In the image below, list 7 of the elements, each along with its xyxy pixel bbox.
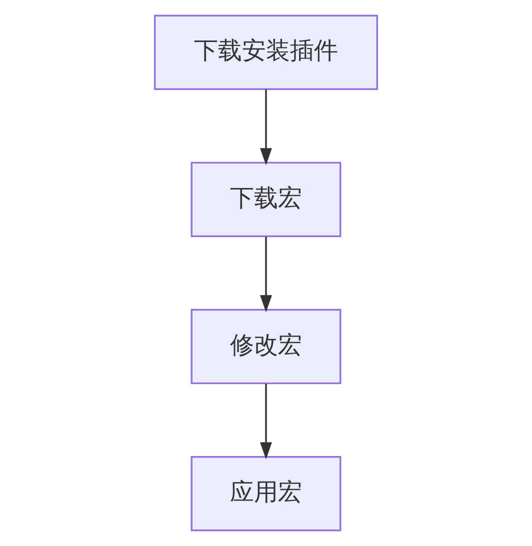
- node-box: 下载宏: [190, 162, 342, 238]
- node-box: 下载安装插件: [154, 14, 378, 90]
- arrow: [260, 236, 272, 312]
- node-box: 修改宏: [190, 308, 342, 384]
- node-box: 应用宏: [190, 456, 342, 532]
- arrow: [260, 384, 272, 460]
- arrow: [260, 90, 272, 166]
